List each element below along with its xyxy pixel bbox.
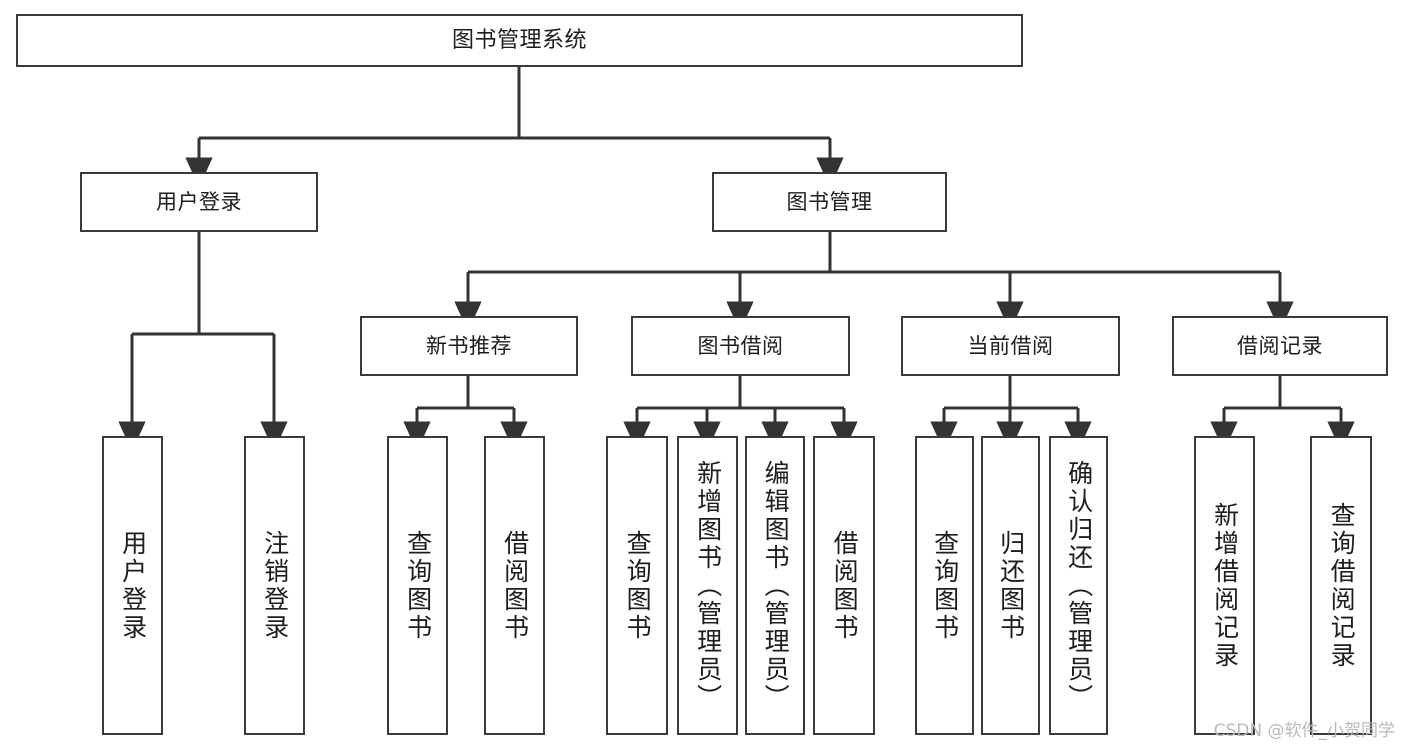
node-leaf-query-book-1-label: 查询图书 [403,529,433,642]
node-leaf-add-record[interactable]: 新增借阅记录 [1194,436,1255,735]
node-book-borrow-label: 图书借阅 [697,333,784,358]
node-new-book-rec[interactable]: 新书推荐 [360,316,578,376]
node-leaf-add-record-label: 新增借阅记录 [1210,501,1240,670]
node-leaf-return-book-label: 归还图书 [996,529,1026,642]
node-leaf-add-book-label: 新增图书（管理员） [693,459,723,712]
node-current-borrow[interactable]: 当前借阅 [901,316,1120,376]
node-leaf-return-book[interactable]: 归还图书 [981,436,1040,735]
node-leaf-add-book[interactable]: 新增图书（管理员） [677,436,738,735]
node-leaf-query-book-1[interactable]: 查询图书 [387,436,448,735]
node-root-label: 图书管理系统 [451,27,587,53]
node-current-borrow-label: 当前借阅 [967,333,1054,358]
node-book-borrow[interactable]: 图书借阅 [631,316,850,376]
node-leaf-user-logout[interactable]: 注销登录 [244,436,305,735]
node-leaf-edit-book-label: 编辑图书（管理员） [761,459,791,712]
node-book-manage[interactable]: 图书管理 [712,172,947,232]
node-book-manage-label: 图书管理 [786,189,873,214]
node-leaf-borrow-book-2[interactable]: 借阅图书 [813,436,875,735]
node-root[interactable]: 图书管理系统 [16,14,1023,67]
node-leaf-confirm-return-label: 确认归还（管理员） [1064,459,1094,712]
node-leaf-query-book-2[interactable]: 查询图书 [606,436,668,735]
node-leaf-query-book-3-label: 查询图书 [930,529,960,642]
node-leaf-borrow-book-1-label: 借阅图书 [500,529,530,642]
node-leaf-borrow-book-2-label: 借阅图书 [830,529,860,642]
node-leaf-query-record[interactable]: 查询借阅记录 [1310,436,1372,735]
node-borrow-record[interactable]: 借阅记录 [1172,316,1388,376]
node-leaf-user-login[interactable]: 用户登录 [102,436,163,735]
node-leaf-edit-book[interactable]: 编辑图书（管理员） [745,436,805,735]
csdn-watermark: CSDN @软件_小贺同学 [1213,721,1395,741]
node-borrow-record-label: 借阅记录 [1237,333,1323,358]
node-leaf-confirm-return[interactable]: 确认归还（管理员） [1049,436,1108,735]
node-new-book-rec-label: 新书推荐 [426,333,512,358]
node-leaf-query-book-3[interactable]: 查询图书 [915,436,974,735]
node-leaf-borrow-book-1[interactable]: 借阅图书 [484,436,545,735]
node-leaf-user-logout-label: 注销登录 [260,529,290,642]
node-user-login-label: 用户登录 [156,189,242,214]
node-leaf-user-login-label: 用户登录 [118,529,148,642]
node-user-login[interactable]: 用户登录 [80,172,318,232]
node-leaf-query-record-label: 查询借阅记录 [1327,501,1357,670]
node-leaf-query-book-2-label: 查询图书 [623,529,653,642]
